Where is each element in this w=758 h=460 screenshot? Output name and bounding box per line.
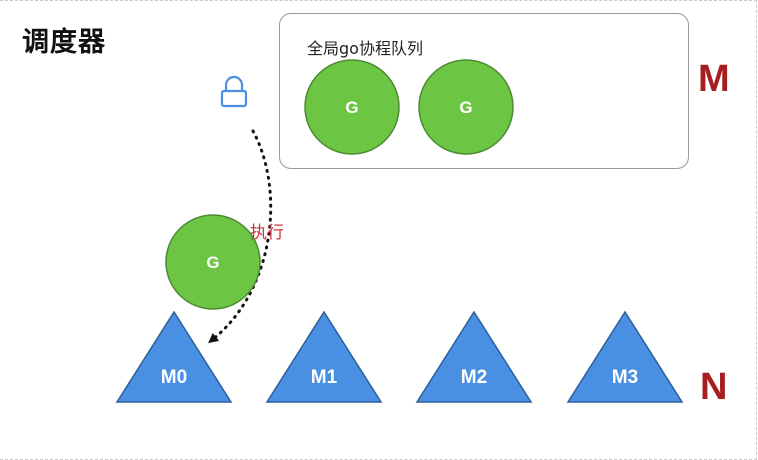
goroutine-label: G [206, 253, 219, 272]
execute-label: 执行 [250, 223, 284, 243]
thread-m1: M1 [265, 310, 383, 403]
thread-m2: M2 [415, 310, 533, 403]
thread-label: M2 [461, 367, 487, 388]
running-goroutine: G [165, 214, 261, 310]
thread-label: M0 [161, 367, 187, 388]
queue-goroutine: G [418, 59, 514, 155]
thread-m3: M3 [566, 310, 684, 403]
goroutine-label: G [345, 98, 358, 117]
dispatch-arrow [208, 129, 273, 344]
page-title: 调度器 [22, 27, 106, 58]
label-m: M [698, 58, 730, 100]
label-n: N [700, 366, 728, 408]
goroutine-label: G [459, 98, 472, 117]
lock-icon [220, 75, 248, 108]
global-queue-label: 全局go协程队列 [307, 39, 423, 58]
thread-m0: M0 [115, 310, 233, 403]
thread-label: M3 [612, 367, 638, 388]
queue-goroutine: G [304, 59, 400, 155]
thread-label: M1 [311, 367, 338, 388]
